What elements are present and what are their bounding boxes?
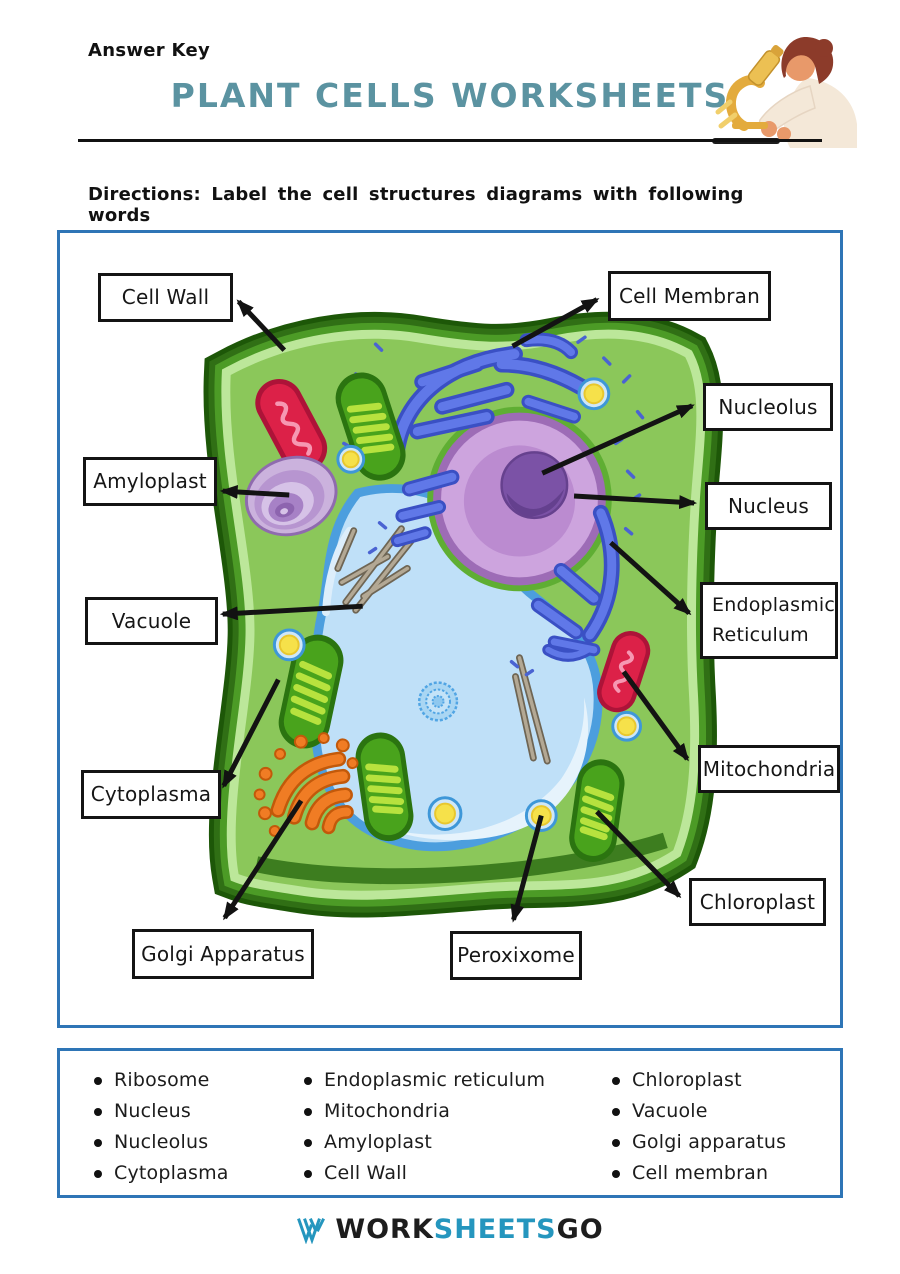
label-cell-membran: Cell Membran — [608, 271, 771, 321]
logo-sheets-part: SHEETS — [433, 1214, 557, 1245]
word-bank-column-1: Ribosome Nucleus Nucleolus Cytoplasma — [90, 1065, 229, 1189]
cell-diagram-panel: Cell Wall Cell Membran Nucleolus Amylopl… — [57, 230, 843, 1028]
chloroplast-organelle-1 — [335, 372, 406, 481]
word-bank-item: Chloroplast — [608, 1065, 786, 1096]
word-bank-item: Nucleus — [90, 1096, 229, 1127]
answer-key-label: Answer Key — [88, 40, 211, 61]
word-bank-column-3: Chloroplast Vacuole Golgi apparatus Cell… — [608, 1065, 786, 1189]
answer-arrows — [219, 297, 698, 923]
label-cytoplasma: Cytoplasma — [81, 770, 221, 819]
label-nucleus: Nucleus — [705, 482, 832, 530]
logo-word-part: WORK — [335, 1214, 434, 1245]
arrow-cytoplasma — [221, 678, 281, 789]
arrow-golgi — [222, 799, 304, 921]
arrow-nucleus — [573, 493, 698, 510]
arrow-mitochondria — [621, 670, 690, 762]
label-vacuole: Vacuole — [85, 597, 218, 645]
mitochondria-organelle-1 — [255, 378, 328, 473]
chloroplast-organelle-4 — [569, 759, 625, 862]
word-bank-item: Ribosome — [90, 1065, 229, 1096]
nucleus-organelle — [427, 406, 612, 592]
label-amyloplast: Amyloplast — [83, 457, 217, 506]
endoplasmic-reticulum-organelle — [386, 332, 620, 662]
chloroplast-organelle-3 — [355, 732, 414, 842]
arrow-peroxixome — [510, 814, 544, 923]
word-bank-item: Endoplasmic reticulum — [300, 1065, 545, 1096]
label-mitochondria: Mitochondria — [698, 745, 840, 793]
label-peroxixome: Peroxixome — [450, 931, 582, 980]
word-bank-item: Cytoplasma — [90, 1158, 229, 1189]
plant-cell-illustration — [203, 297, 724, 923]
word-bank-panel: Ribosome Nucleus Nucleolus Cytoplasma En… — [57, 1048, 843, 1198]
word-bank-item: Cell membran — [608, 1158, 786, 1189]
arrow-nucleolus — [541, 403, 695, 476]
label-endoplasmic-reticulum: Endoplasmic Reticulum — [700, 582, 838, 659]
header-divider — [78, 139, 822, 142]
w-logo-icon — [297, 1217, 326, 1244]
label-nucleolus: Nucleolus — [703, 383, 833, 431]
label-chloroplast: Chloroplast — [689, 878, 826, 926]
word-bank-item: Mitochondria — [300, 1096, 545, 1127]
word-bank-item: Golgi apparatus — [608, 1127, 786, 1158]
amyloplast-organelle — [244, 455, 338, 537]
word-bank-item: Amyloplast — [300, 1127, 545, 1158]
arrow-vacuole — [219, 603, 363, 621]
chloroplast-organelle-2 — [278, 634, 344, 749]
arrow-cell-membran — [511, 297, 600, 349]
cytoskeleton-rods — [334, 525, 551, 765]
scientist-body — [758, 36, 857, 148]
arrow-cell-wall — [236, 299, 287, 352]
arrow-er — [609, 540, 692, 616]
nucleolus-organelle — [500, 451, 569, 520]
word-bank-item: Nucleolus — [90, 1127, 229, 1158]
footer-logo-text: WORKSHEETSGO — [335, 1214, 603, 1245]
label-golgi-apparatus: Golgi Apparatus — [132, 929, 314, 979]
directions-text: Directions: Label the cell structures di… — [88, 184, 744, 226]
arrow-amyloplast — [219, 485, 290, 499]
logo-go-part: GO — [556, 1214, 604, 1245]
peroxisome-circles — [272, 377, 643, 832]
starch-grain — [417, 681, 459, 722]
word-bank-item: Vacuole — [608, 1096, 786, 1127]
word-bank-item: Cell Wall — [300, 1158, 545, 1189]
word-bank-column-2: Endoplasmic reticulum Mitochondria Amylo… — [300, 1065, 545, 1189]
scientist-microscope-illustration — [712, 36, 857, 148]
page-title: PLANT CELLS WORKSHEETS — [170, 76, 730, 115]
footer-logo: WORKSHEETSGO — [0, 1214, 900, 1245]
label-cell-wall: Cell Wall — [98, 273, 233, 322]
arrow-chloroplast — [595, 809, 682, 899]
